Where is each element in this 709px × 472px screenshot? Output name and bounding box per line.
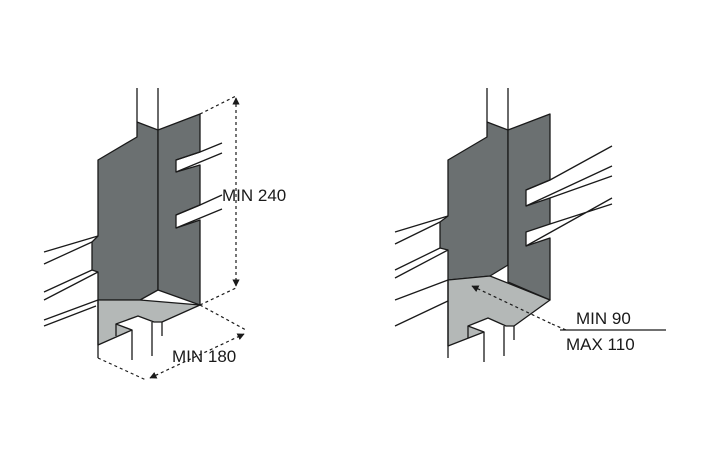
max-dimension-label: MAX 110 (566, 335, 635, 354)
min-dimension-label: MIN 90 (576, 309, 631, 328)
depth-dimension-label: MIN 180 (172, 347, 236, 366)
height-dimension-label: MIN 240 (222, 186, 286, 205)
right-cabinet-figure (394, 88, 666, 362)
left-cabinet-figure (43, 88, 247, 381)
